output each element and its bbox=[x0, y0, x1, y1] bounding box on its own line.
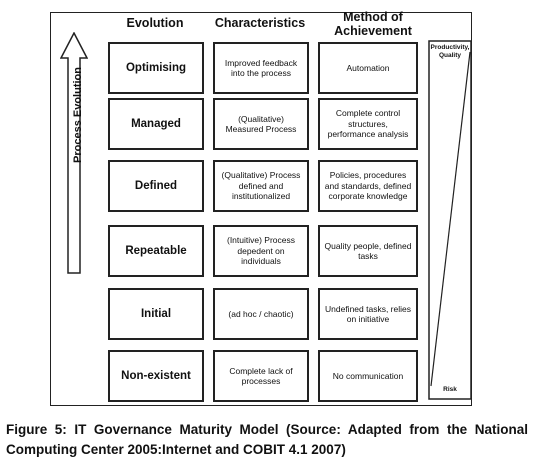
header-method: Method of Achievement bbox=[334, 10, 412, 38]
characteristics-optimising: Improved feedback into the process bbox=[213, 42, 309, 94]
figure-caption: Figure 5: IT Governance Maturity Model (… bbox=[6, 422, 528, 457]
characteristics-initial: (ad hoc / chaotic) bbox=[213, 288, 309, 340]
risk-label: Risk bbox=[443, 386, 457, 393]
method-initial: Undefined tasks, relies on initiative bbox=[318, 288, 418, 340]
productivity-risk-bar bbox=[428, 40, 472, 400]
characteristics-managed: (Qualitative) Measured Process bbox=[213, 98, 309, 150]
level-repeatable: Repeatable bbox=[108, 225, 204, 277]
level-non-existent: Non-existent bbox=[108, 350, 204, 402]
method-repeatable: Quality people, defined tasks bbox=[318, 225, 418, 277]
characteristics-repeatable: (Intuitive) Process depedent on individu… bbox=[213, 225, 309, 277]
header-evolution: Evolution bbox=[126, 16, 184, 30]
level-optimising: Optimising bbox=[108, 42, 204, 94]
method-defined: Policies, procedures and standards, defi… bbox=[318, 160, 418, 212]
method-non-existent: No communication bbox=[318, 350, 418, 402]
characteristics-defined: (Qualitative) Process defined and instit… bbox=[213, 160, 309, 212]
method-managed: Complete control structures, performance… bbox=[318, 98, 418, 150]
characteristics-non-existent: Complete lack of processes bbox=[213, 350, 309, 402]
level-managed: Managed bbox=[108, 98, 204, 150]
productivity-quality-label: Productivity, Quality bbox=[430, 44, 470, 59]
method-optimising: Automation bbox=[318, 42, 418, 94]
level-initial: Initial bbox=[108, 288, 204, 340]
process-evolution-label: Process Evolution bbox=[72, 67, 84, 163]
level-defined: Defined bbox=[108, 160, 204, 212]
header-characteristics: Characteristics bbox=[214, 16, 306, 30]
process-evolution-arrow bbox=[60, 32, 88, 274]
